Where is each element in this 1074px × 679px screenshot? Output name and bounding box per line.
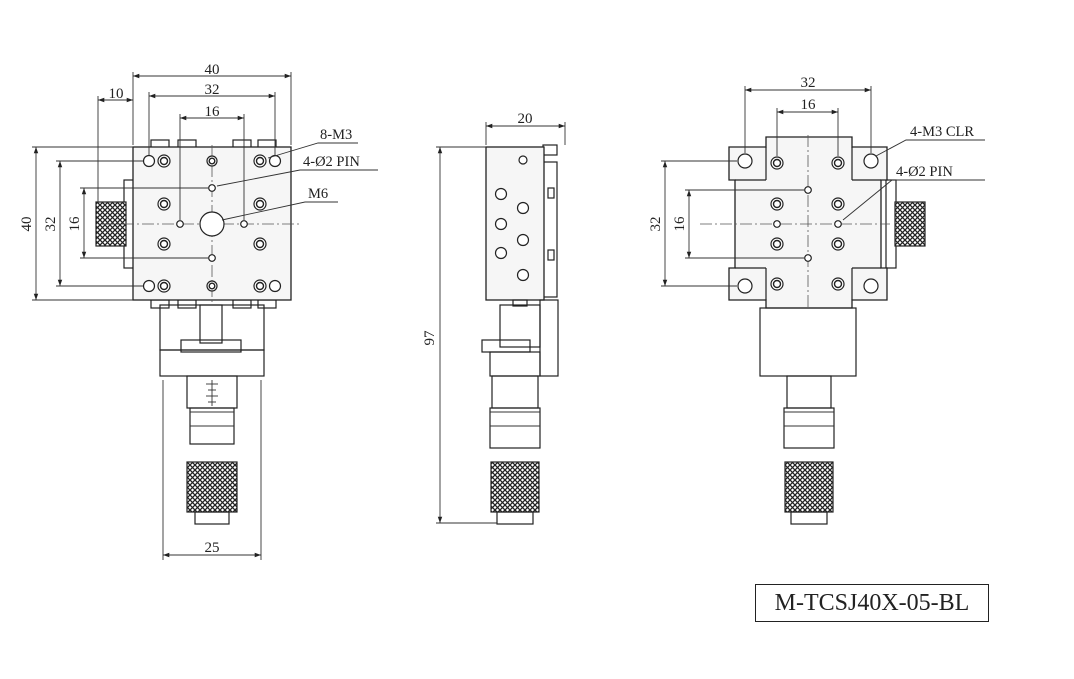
back-lock-knob (894, 201, 926, 247)
side-dimensions (436, 122, 566, 524)
side-stage-body (485, 146, 545, 301)
front-leaders (216, 142, 378, 221)
back-dim-height-inner: 16 (672, 216, 688, 232)
front-lock-knob (95, 201, 127, 247)
front-pin-holes (176, 184, 248, 262)
front-micrometer-knob (186, 461, 238, 513)
front-label-threads: 8-M3 (320, 127, 352, 143)
model-number-box: M-TCSJ40X-05-BL (755, 584, 989, 622)
front-label-pins: 4-Ø2 PIN (303, 154, 360, 170)
front-dim-height-inner: 16 (67, 216, 83, 232)
back-label-clr: 4-M3 CLR (910, 124, 974, 140)
side-micrometer-sleeve (491, 375, 539, 409)
back-pin-holes (773, 186, 842, 262)
back-micrometer-sleeve (786, 375, 832, 409)
front-dim-offset: 10 (109, 86, 124, 102)
back-threaded-holes (770, 156, 845, 291)
back-dim-hole-span: 32 (801, 75, 816, 91)
front-center-hole (199, 211, 225, 237)
front-dim-hole-span: 32 (205, 82, 220, 98)
side-micrometer-thimble (489, 407, 541, 449)
back-leaders (842, 139, 985, 221)
back-micrometer-knob (784, 461, 834, 513)
front-label-center: M6 (308, 186, 328, 202)
back-dim-height-span: 32 (648, 217, 664, 232)
front-dim-height-total: 40 (19, 217, 35, 232)
front-threaded-holes (157, 154, 267, 293)
side-view: 20 97 (422, 111, 566, 525)
side-dim-depth: 20 (518, 111, 533, 127)
back-label-pins: 4-Ø2 PIN (896, 164, 953, 180)
front-corner-holes (142, 154, 282, 293)
back-dimensions (661, 86, 872, 287)
front-dim-height-span: 32 (43, 217, 59, 232)
front-dimensions (32, 72, 292, 560)
front-dim-inner-span: 16 (205, 104, 221, 120)
back-view: 32 16 32 16 4-M3 CLR 4-Ø2 PIN (648, 75, 985, 525)
side-dim-height: 97 (422, 330, 438, 346)
front-dim-micrometer-width: 25 (205, 540, 220, 556)
front-view: 40 32 16 10 40 32 16 25 8-M3 4-Ø2 PIN M6 (19, 62, 378, 560)
model-number: M-TCSJ40X-05-BL (774, 589, 970, 616)
back-micrometer-thimble (783, 407, 835, 449)
side-micrometer-knob (490, 461, 540, 513)
front-dim-width-total: 40 (205, 62, 220, 78)
back-dim-inner-span: 16 (801, 97, 817, 113)
